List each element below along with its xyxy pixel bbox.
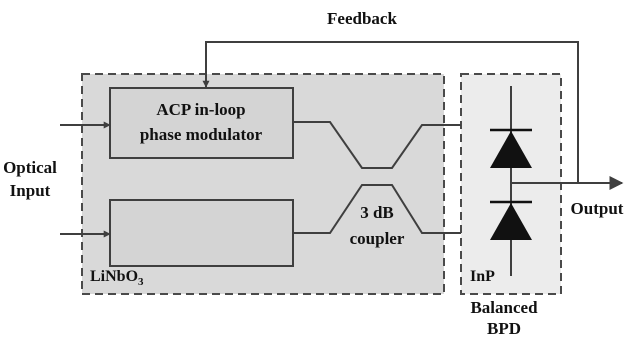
feedback-label: Feedback: [327, 9, 397, 28]
linbo3-label: LiNbO3: [90, 268, 144, 288]
coupler-upper-waveguide: [293, 121, 461, 169]
linbo3-label-main: LiNbO: [90, 268, 138, 285]
linbo3-label-subscript: 3: [138, 276, 144, 288]
coupler-label-line2: coupler: [350, 229, 405, 248]
modulator-label-line1: ACP in-loop: [156, 100, 245, 119]
output-label: Output: [571, 199, 624, 218]
phase-modulator-block: [109, 87, 294, 159]
photodiode-icon: [490, 131, 532, 168]
modulator-label-line2: phase modulator: [140, 125, 263, 144]
inp-label: InP: [470, 268, 495, 285]
optical-input-label-line1: Optical: [3, 158, 57, 177]
bpd-label-line1: Balanced: [470, 298, 538, 317]
coupler-lower-waveguide: [293, 184, 461, 234]
coupler-label-line1: 3 dB: [360, 203, 394, 222]
feedback-line: [202, 41, 579, 182]
lower-waveguide-block: [109, 199, 294, 267]
optical-input-label-line2: Input: [10, 181, 51, 200]
photodiode-icon: [490, 203, 532, 240]
bpd-label-line2: BPD: [487, 319, 521, 338]
